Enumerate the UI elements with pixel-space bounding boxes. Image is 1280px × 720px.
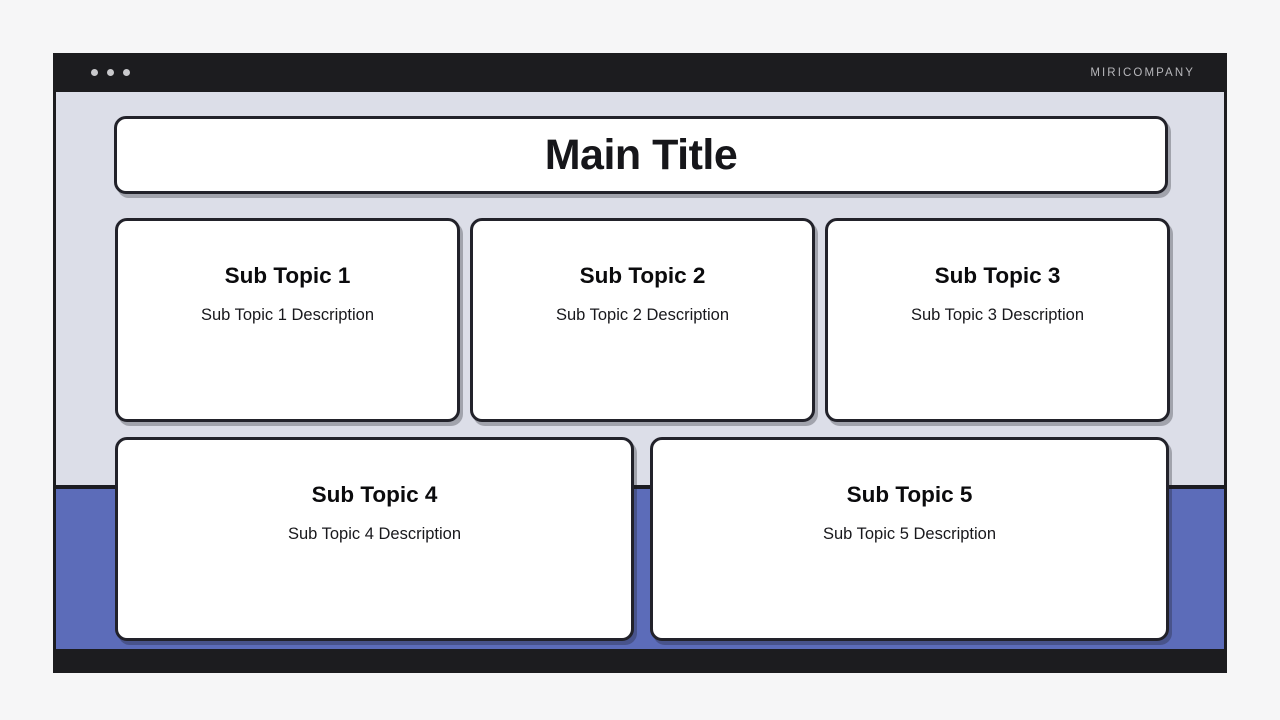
sub-topic-description: Sub Topic 5 Description [822, 524, 997, 543]
sub-topic-description: Sub Topic 3 Description [910, 305, 1085, 324]
sub-topic-card-1[interactable]: Sub Topic 1 Sub Topic 1 Description [115, 218, 460, 422]
sub-topic-description: Sub Topic 2 Description [555, 305, 730, 324]
window-bottom-bar [53, 661, 1227, 673]
browser-window: MIRICOMPANY Main Title Sub Topic 1 Sub T… [53, 53, 1227, 673]
slide-canvas: Main Title Sub Topic 1 Sub Topic 1 Descr… [56, 92, 1224, 649]
sub-topic-title: Sub Topic 2 [579, 263, 706, 288]
sub-topic-title: Sub Topic 4 [311, 482, 438, 507]
window-dots-icon[interactable] [91, 69, 130, 76]
slide-content: Main Title Sub Topic 1 Sub Topic 1 Descr… [56, 92, 1224, 649]
window-dot-1 [91, 69, 98, 76]
brand-label: MIRICOMPANY [1090, 66, 1195, 79]
sub-topic-title: Sub Topic 3 [934, 263, 1061, 288]
sub-topic-card-5[interactable]: Sub Topic 5 Sub Topic 5 Description [650, 437, 1169, 641]
main-title-card[interactable]: Main Title [114, 116, 1168, 194]
sub-topic-card-2[interactable]: Sub Topic 2 Sub Topic 2 Description [470, 218, 815, 422]
sub-topic-card-4[interactable]: Sub Topic 4 Sub Topic 4 Description [115, 437, 634, 641]
page-title: Main Title [544, 130, 738, 179]
sub-topic-title: Sub Topic 1 [224, 263, 351, 288]
sub-topic-description: Sub Topic 1 Description [200, 305, 375, 324]
window-titlebar: MIRICOMPANY [53, 53, 1227, 92]
window-dot-2 [107, 69, 114, 76]
window-dot-3 [123, 69, 130, 76]
sub-topic-description: Sub Topic 4 Description [287, 524, 462, 543]
sub-topic-card-3[interactable]: Sub Topic 3 Sub Topic 3 Description [825, 218, 1170, 422]
sub-topic-title: Sub Topic 5 [846, 482, 973, 507]
